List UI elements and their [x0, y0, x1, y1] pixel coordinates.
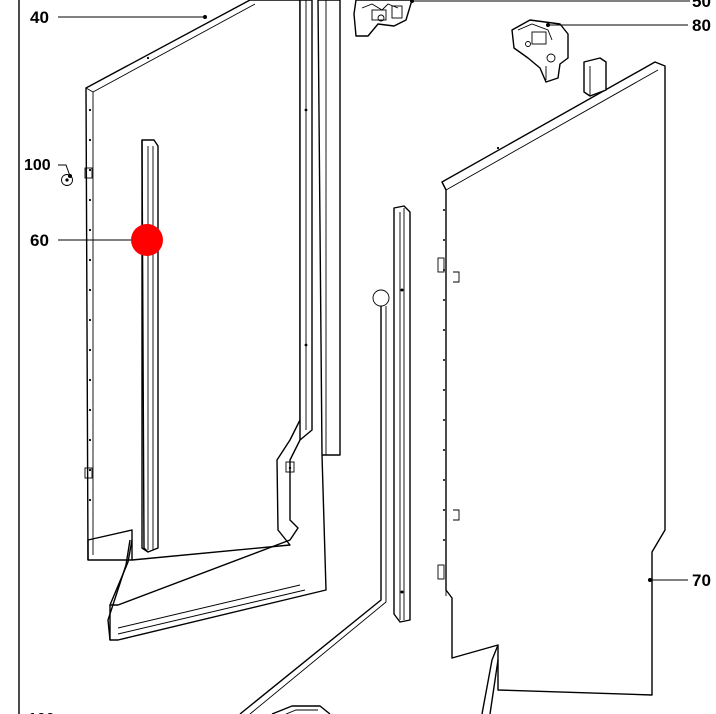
middle-vertical-rail: [239, 205, 411, 714]
part-70-right-panel[interactable]: [437, 61, 666, 714]
part-60-seal-strip[interactable]: [141, 139, 159, 553]
bottom-tray-fragment: [271, 705, 331, 714]
callout-100-bottom[interactable]: 100: [28, 711, 55, 714]
part-40-door-panel[interactable]: [84, 0, 301, 561]
hotspot-marker[interactable]: [131, 224, 163, 256]
grommet: [372, 289, 390, 307]
callout-40[interactable]: 40: [30, 8, 49, 27]
panel-40-upper-pin: [84, 167, 93, 179]
part-80-hinge[interactable]: [511, 19, 607, 97]
callout-60[interactable]: 60: [30, 231, 49, 250]
callout-50[interactable]: 50: [692, 0, 711, 11]
panel-40-holes: [88, 56, 150, 502]
part-100-screw[interactable]: [61, 174, 73, 186]
door-inner-frame: [107, 0, 341, 641]
panel-70-holes: [443, 209, 445, 541]
callout-80[interactable]: 80: [692, 16, 711, 35]
callout-100[interactable]: 100: [24, 157, 51, 174]
leader-lines: [58, 0, 690, 582]
panel-40-lower-pin: [84, 467, 93, 479]
part-50-hinge-upper[interactable]: [353, 0, 413, 37]
callout-70[interactable]: 70: [692, 571, 711, 590]
